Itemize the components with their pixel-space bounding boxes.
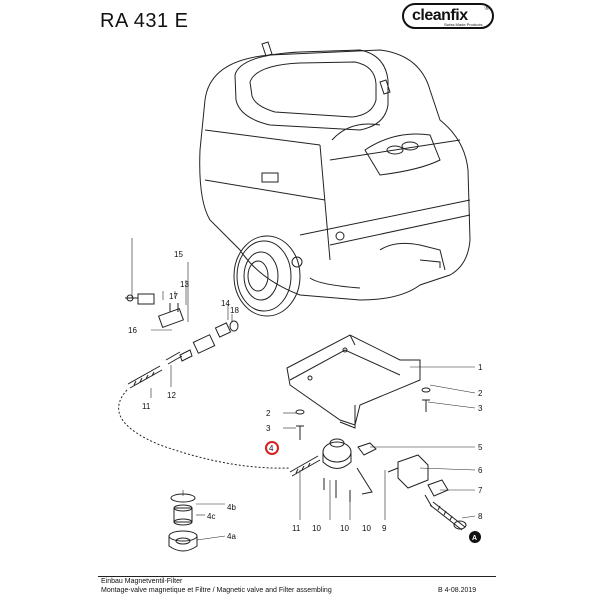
callout-10-b: 10	[340, 524, 349, 533]
footer-title-de: Einbau Magnetventil-Filter	[101, 578, 183, 585]
callout-4b: 4b	[227, 503, 236, 512]
logo-wordmark: cleanfix	[412, 7, 468, 24]
callout-11-center: 11	[292, 524, 301, 533]
filter-valve-assembly	[322, 438, 377, 469]
callout-4c: 4c	[207, 512, 215, 521]
callout-8: 8	[478, 512, 483, 521]
hose-spring-center	[289, 455, 321, 477]
machine-housing	[199, 41, 471, 301]
wheel	[233, 235, 301, 317]
brand-logo: cleanfix Swiss Made Products ®	[402, 3, 494, 29]
callout-18: 18	[230, 306, 239, 315]
mounting-bracket	[286, 334, 421, 429]
logo-tagline: Swiss Made Products	[444, 22, 483, 27]
footer-title-fr-en: Montage-valve magnetique et Filtre / Mag…	[101, 587, 332, 594]
magnetic-valve	[387, 454, 449, 497]
connection-marker-A	[469, 531, 481, 543]
leader-lines	[131, 238, 476, 541]
screws	[295, 387, 431, 502]
callout-9: 9	[382, 524, 387, 533]
callout-6: 6	[478, 466, 483, 475]
callout-A: A	[472, 535, 477, 542]
callout-10-a: 10	[312, 524, 321, 533]
callout-7: 7	[478, 486, 483, 495]
callout-17: 17	[169, 292, 178, 301]
footer-divider	[98, 576, 496, 577]
callout-4a: 4a	[227, 532, 236, 541]
callout-15: 15	[174, 250, 183, 259]
callout-16: 16	[128, 326, 137, 335]
highlight-ring	[265, 441, 279, 455]
callout-2-left: 2	[266, 409, 271, 418]
filter-cartridge-parts	[168, 493, 198, 552]
callout-10-c: 10	[362, 524, 371, 533]
hose-spring-left	[127, 365, 163, 389]
hose	[118, 389, 291, 469]
footer-doc-ref: B 4-08.2019	[438, 587, 477, 594]
page-title: RA 431 E	[100, 10, 189, 32]
hose-spring-right	[424, 494, 467, 531]
callout-1: 1	[478, 363, 483, 372]
callout-14: 14	[221, 299, 230, 308]
callout-12: 12	[167, 391, 176, 400]
callout-3-left: 3	[266, 424, 271, 433]
callout-4-highlighted: 4	[269, 444, 274, 453]
callout-11-left: 11	[142, 402, 151, 411]
callout-labels: 1 2 3 2 3 4 5 6 7 8 9 10 10 10 11 11 12 …	[128, 250, 483, 543]
callout-2-right: 2	[478, 389, 483, 398]
callout-5: 5	[478, 443, 483, 452]
fitting-parts	[125, 293, 239, 365]
callout-13: 13	[180, 280, 189, 289]
callout-3-right: 3	[478, 404, 483, 413]
registered-mark: ®	[484, 6, 489, 12]
